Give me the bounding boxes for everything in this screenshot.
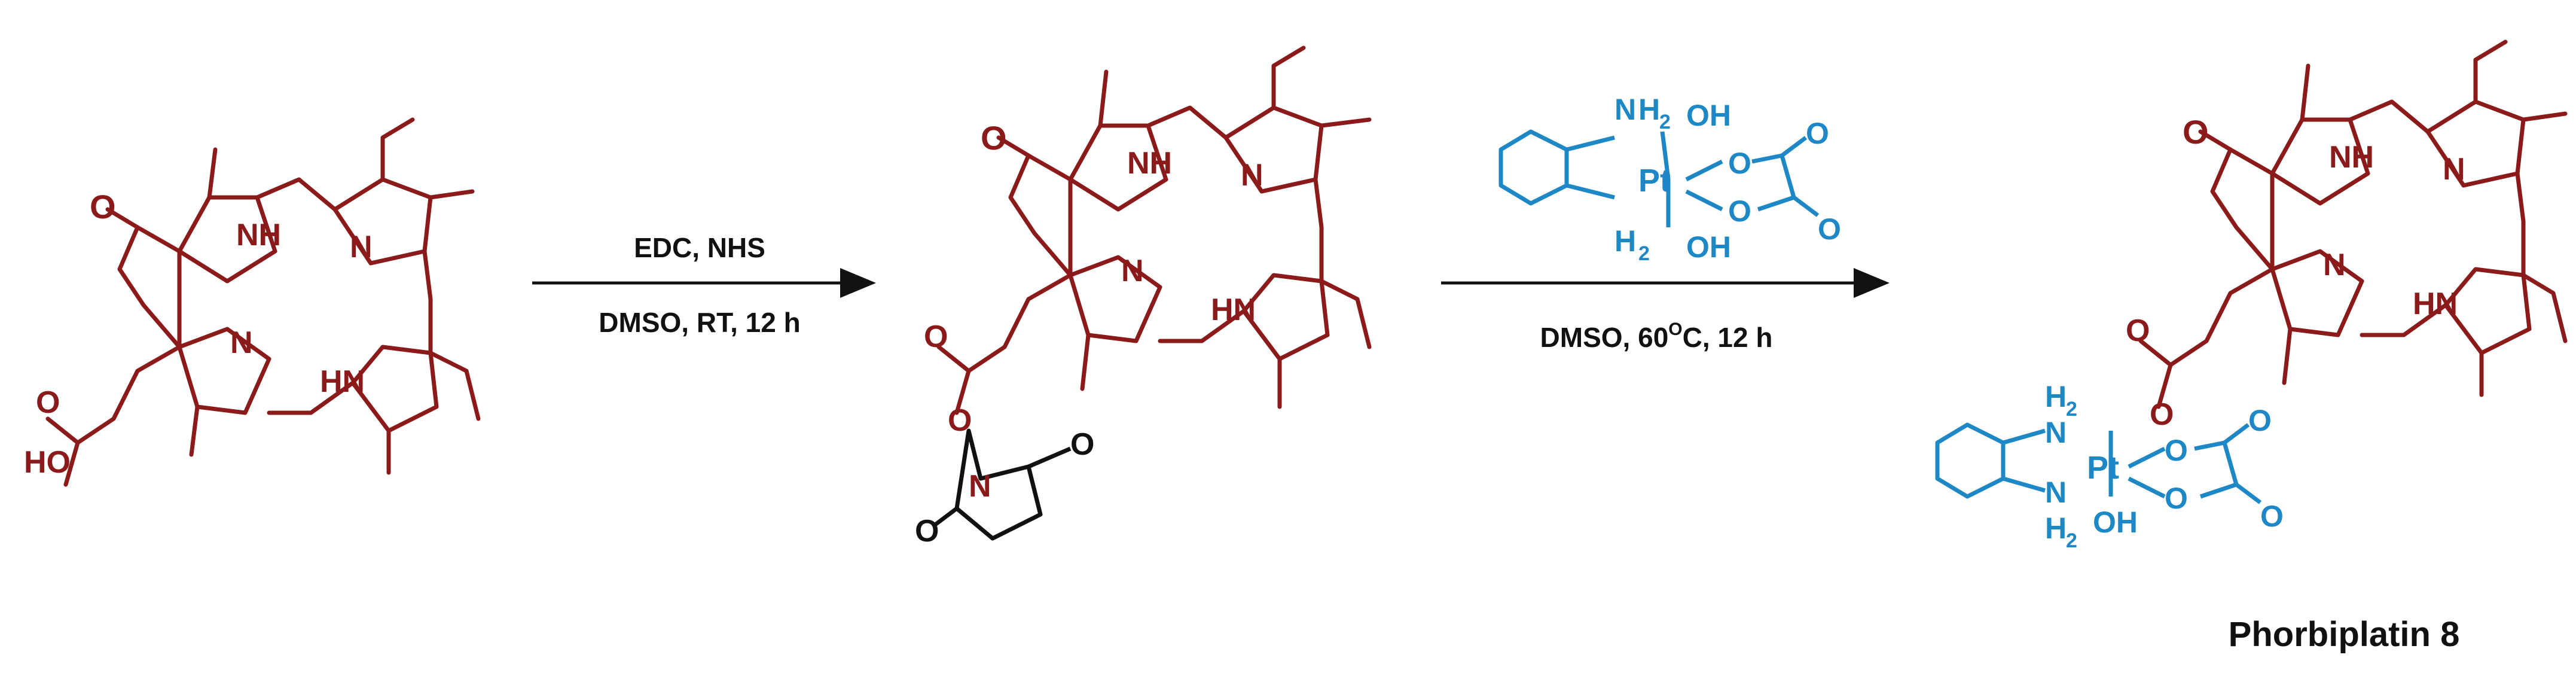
step1-conditions: DMSO, RT, 12 h [599, 307, 800, 338]
ring-b-n-2: N [1241, 158, 1263, 193]
prod-oxalate-o-3: O [2248, 404, 2272, 437]
pt-nh2-top-sub: 2 [1659, 111, 1671, 133]
pt-nh2-top-h: H [1638, 93, 1660, 126]
carbonyl-oxygen-1: O [36, 385, 60, 420]
step2-solvent-temp: DMSO, 60 [1540, 322, 1669, 353]
ring-b-n-3: N [2443, 152, 2465, 187]
ring-a-nh-3: NH [2329, 140, 2374, 175]
ester-carbonyl-o-2: O [924, 319, 948, 354]
step1-reagents: EDC, NHS [634, 232, 765, 263]
pt-nh2-bottom-h: H [1614, 224, 1636, 258]
oxalate-o-3: O [1806, 117, 1829, 150]
ring-b-n-1: N [350, 230, 373, 264]
oxo-oxygen-1: O [90, 188, 116, 226]
succinimide-n: N [969, 469, 991, 504]
prod-nh2-top-sub: 2 [2066, 398, 2077, 421]
ester-oxygen-3: O [2150, 397, 2174, 432]
ester-oxygen-2: O [948, 403, 972, 438]
pt-center-2: Pt [2087, 450, 2119, 486]
prod-nh2-bottom-h: H [2045, 511, 2067, 545]
oxalate-o-4: O [1818, 212, 1841, 246]
nhs-ester-intermediate [936, 45, 1372, 415]
prod-nh2-bottom-sub: 2 [2066, 529, 2077, 552]
prod-nh2-bottom-n: N [2045, 476, 2067, 509]
pt-oh-top: OH [1686, 99, 1731, 132]
hydroxyl-ho: HO [24, 445, 71, 480]
step2-conditions: DMSO, 60OC, 12 h [1540, 319, 1773, 353]
ring-a-nh-2: NH [1127, 146, 1172, 181]
product-porphyrin [2138, 39, 2568, 409]
product-name: Phorbiplatin 8 [2229, 615, 2460, 654]
ring-c-hn-3: HN [2413, 287, 2458, 321]
prod-pt-oh: OH [2093, 505, 2138, 539]
prod-nh2-top-h: H [2045, 380, 2067, 413]
starting-material [45, 117, 481, 487]
step2-degree: O [1668, 319, 1682, 339]
ester-carbonyl-o-3: O [2126, 313, 2150, 348]
prod-oxalate-o-1: O [2165, 434, 2188, 467]
ring-c-hn-1: HN [320, 364, 365, 399]
ring-d-n-1: N [230, 325, 253, 360]
ring-a-nh-1: NH [236, 218, 281, 252]
ring-d-n-2: N [1121, 254, 1144, 288]
succinimide-o-top: O [1070, 427, 1094, 462]
prod-oxalate-o-2: O [2165, 482, 2188, 515]
platinum-reagent [1498, 129, 1820, 227]
oxo-oxygen-3: O [2183, 113, 2209, 151]
pt-nh2-bottom-sub: 2 [1638, 242, 1650, 265]
pt-nh2-top-n: N [1614, 93, 1636, 126]
prod-nh2-top-n: N [2045, 416, 2067, 449]
oxalate-o-1: O [1728, 147, 1751, 180]
ring-c-hn-2: HN [1211, 293, 1256, 327]
succinimide-o-bottom: O [915, 514, 939, 549]
pt-oh-bottom: OH [1686, 230, 1731, 264]
ring-d-n-3: N [2323, 248, 2346, 282]
succinimide-ring [931, 428, 1072, 541]
product-platinum [1935, 422, 2262, 504]
prod-oxalate-o-4: O [2260, 500, 2284, 533]
oxalate-o-2: O [1728, 194, 1751, 228]
pt-center-1: Pt [1638, 163, 1671, 199]
step2-time: C, 12 h [1683, 322, 1773, 353]
oxo-oxygen-2: O [981, 119, 1007, 157]
